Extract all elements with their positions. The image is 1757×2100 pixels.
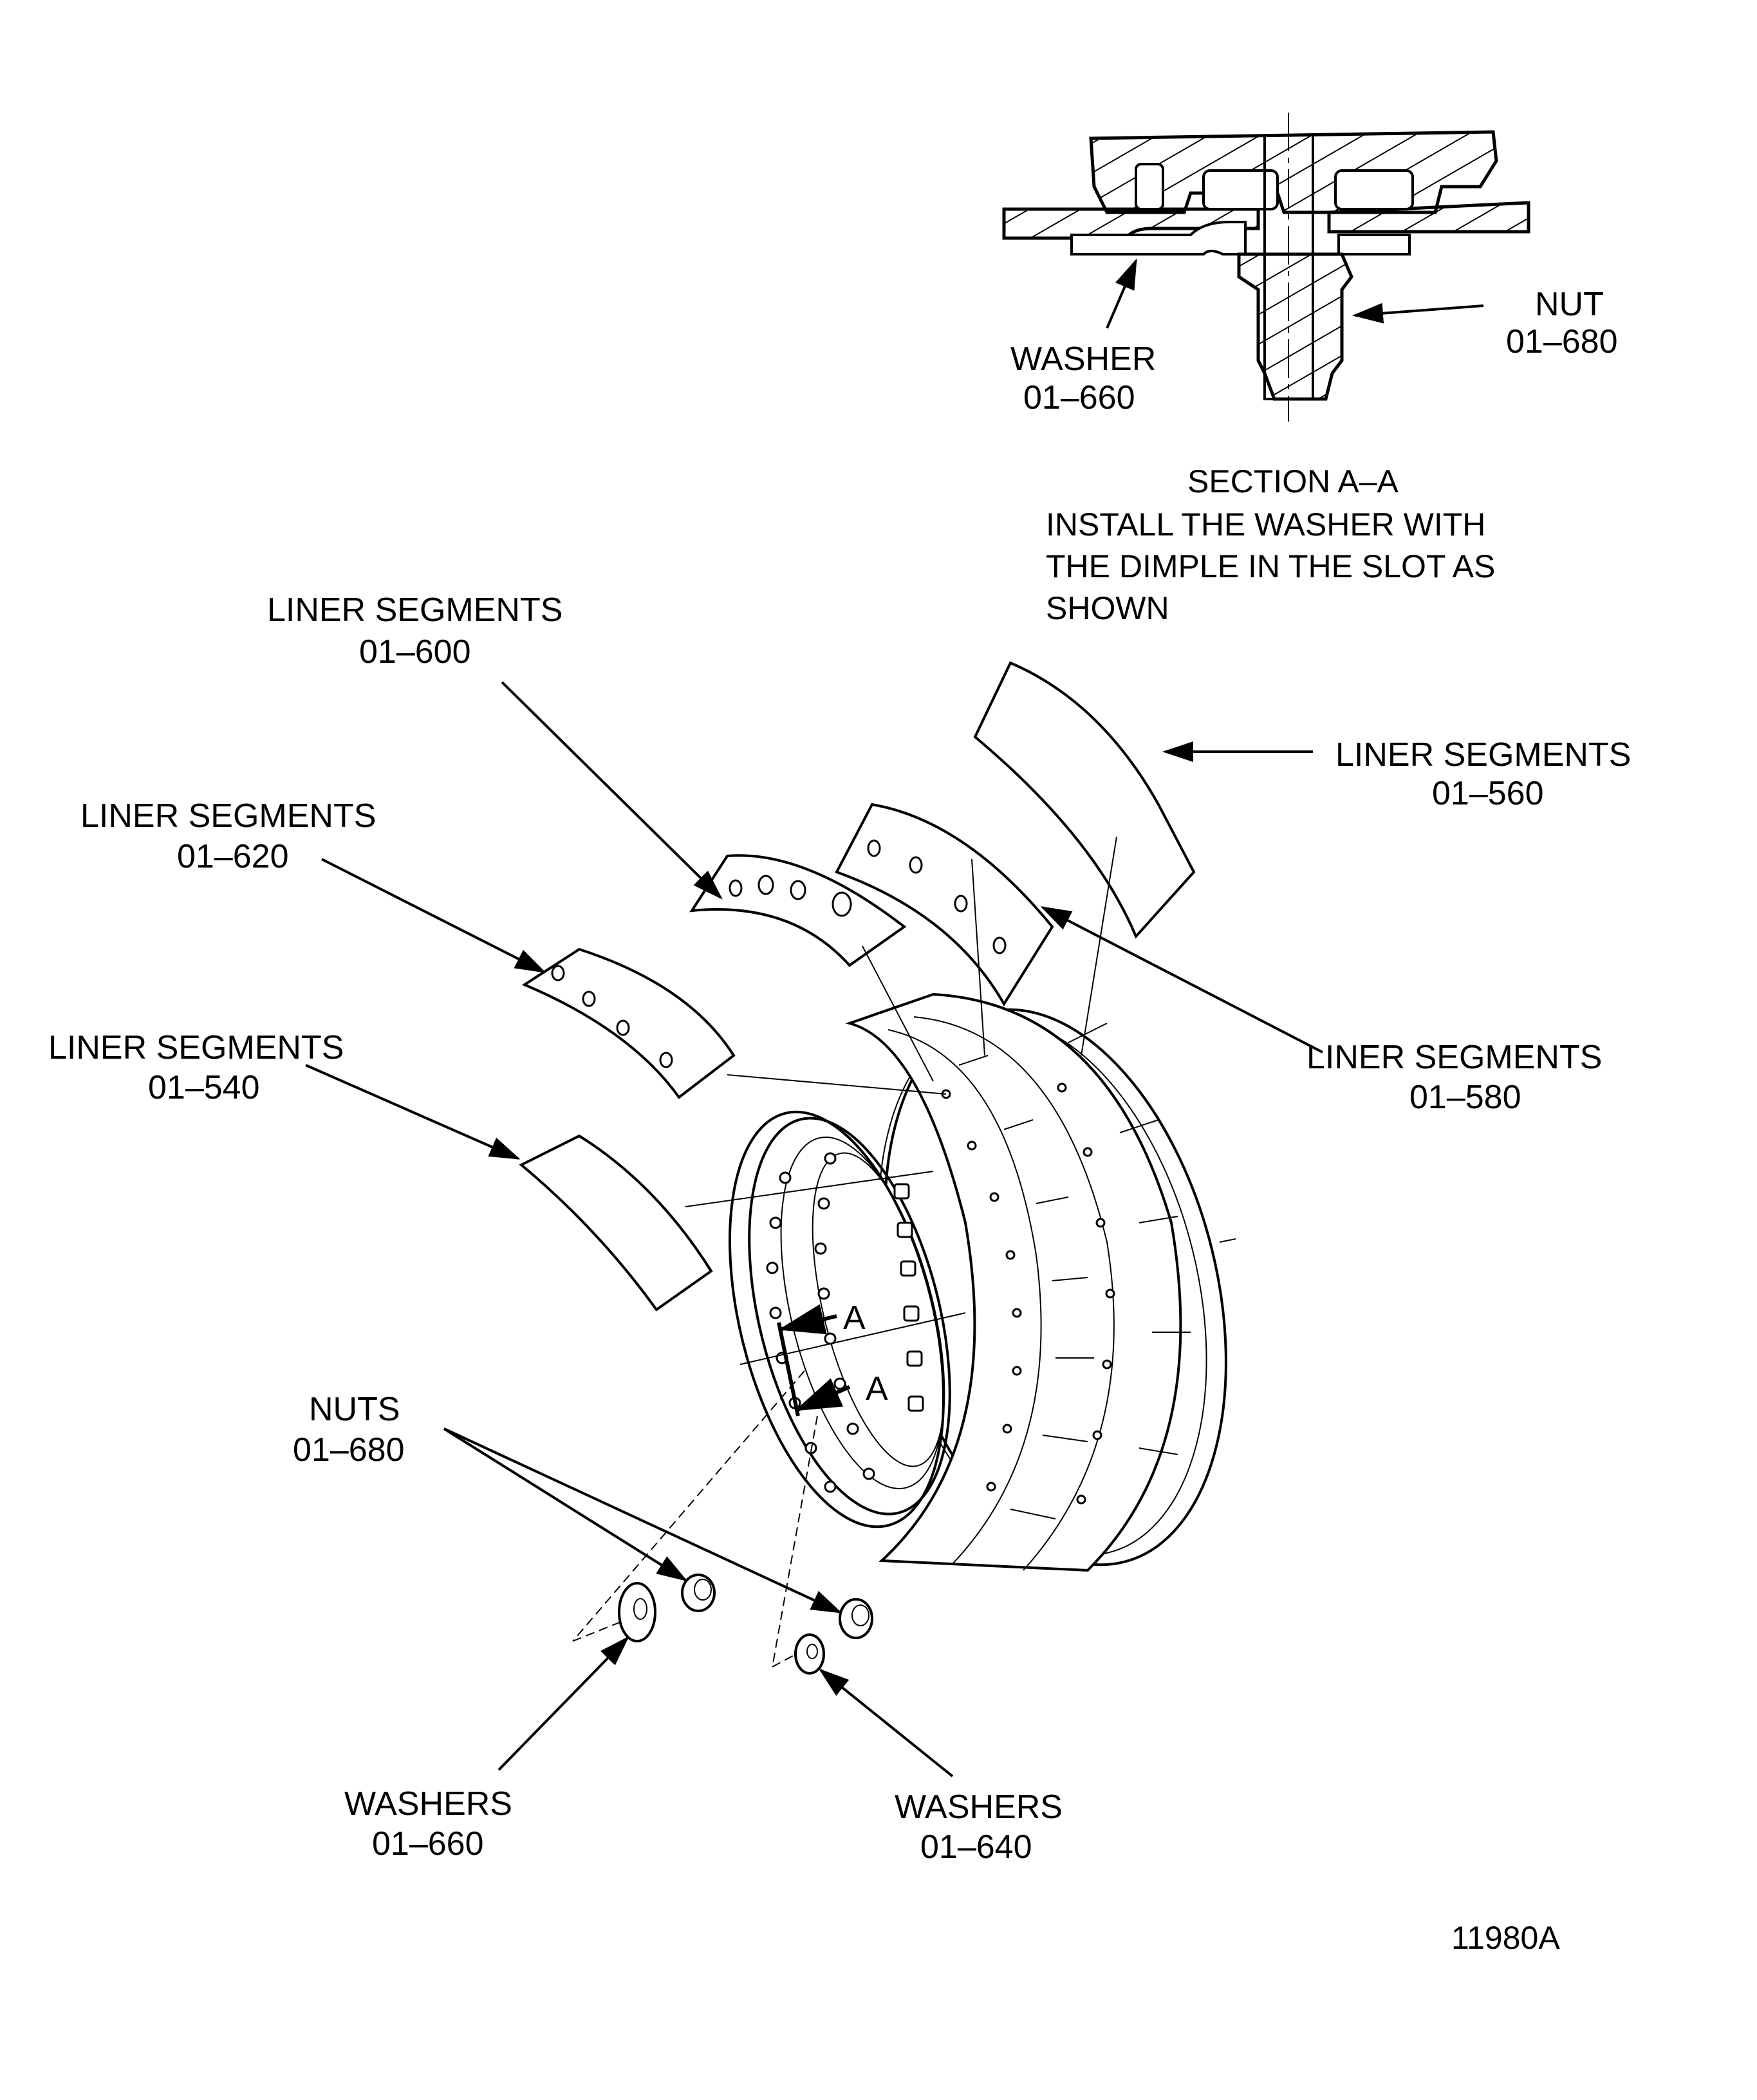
leader-nuts-left (443, 1427, 688, 1582)
leader-washers-640 (818, 1668, 954, 1778)
washer-callout-number: 01–660 (1023, 379, 1135, 416)
callout-liner-540-name: LINER SEGMENTS (48, 1029, 344, 1066)
washer-callout-name: WASHER (1010, 340, 1156, 378)
nut-callout-name: NUT (1535, 286, 1604, 323)
callout-liner-560-name: LINER SEGMENTS (1335, 736, 1631, 774)
callout-liner-580-number: 01–580 (1409, 1079, 1521, 1116)
liner-segment-620 (521, 947, 736, 1099)
leader-liner-600 (501, 681, 723, 900)
combustion-liner-assembly: A A (728, 992, 1227, 1572)
washer-640-part (794, 1633, 825, 1675)
liner-segment-580 (835, 803, 1054, 1007)
callout-liner-600-name: LINER SEGMENTS (267, 591, 562, 629)
install-note-line-1: INSTALL THE WASHER WITH (1046, 506, 1485, 543)
callout-nuts-name: NUTS (309, 1391, 400, 1428)
leader-washers-660 (497, 1636, 629, 1771)
section-arrow-lower (794, 1378, 851, 1411)
callout-washers-640-number: 01–640 (920, 1828, 1032, 1866)
washer-section-right (1337, 234, 1411, 256)
section-marker-upper: A (843, 1299, 866, 1337)
leader-liner-620 (321, 858, 546, 973)
washer-660-part (618, 1582, 656, 1642)
callout-liner-620-number: 01–620 (177, 838, 289, 875)
pocket-center (1202, 169, 1279, 210)
section-title: SECTION A–A (1187, 463, 1399, 499)
leader-liner-580 (1040, 906, 1323, 1054)
nut-680-part-left (681, 1574, 716, 1612)
section-marker-lower: A (866, 1370, 888, 1408)
callout-liner-620-name: LINER SEGMENTS (80, 797, 376, 835)
callout-washers-660-number: 01–660 (372, 1825, 484, 1863)
liner-segment-600 (689, 854, 907, 967)
leader-liner-540 (305, 1064, 521, 1160)
install-note-line-2: THE DIMPLE IN THE SLOT AS (1046, 548, 1495, 584)
callout-washers-660-name: WASHERS (344, 1785, 512, 1823)
callout-nuts-number: 01–680 (293, 1431, 405, 1469)
dilution-holes (766, 1083, 1115, 1505)
liner-segment-540 (519, 1134, 713, 1312)
install-note-line-3: SHOWN (1046, 590, 1169, 626)
nut-680-part-right (839, 1598, 873, 1639)
callout-liner-580-name: LINER SEGMENTS (1306, 1039, 1602, 1076)
band-segment-lines (958, 1023, 1191, 1519)
pocket-left (1135, 163, 1164, 210)
nut-section (1237, 252, 1353, 401)
nut-callout-number: 01–680 (1506, 323, 1618, 360)
callout-liner-600-number: 01–600 (359, 633, 471, 671)
washer-leader (1106, 258, 1137, 329)
stud-section (1263, 134, 1314, 400)
assembly-guide-lines (685, 836, 1236, 1365)
section-arrow-upper (778, 1304, 837, 1335)
liner-segment-560 (973, 661, 1196, 939)
figure-number: 11980A (1451, 1920, 1560, 1956)
nut-leader (1352, 302, 1484, 324)
pocket-right (1334, 169, 1414, 210)
section-a-a-detail: WASHER 01–660 NUT 01–680 (1002, 113, 1618, 422)
callout-liner-560-number: 01–560 (1432, 775, 1544, 812)
callout-washers-640-name: WASHERS (895, 1789, 1063, 1826)
callout-liner-540-number: 01–540 (148, 1069, 260, 1106)
leader-nuts-right (443, 1427, 842, 1613)
washer-section (1070, 221, 1247, 256)
